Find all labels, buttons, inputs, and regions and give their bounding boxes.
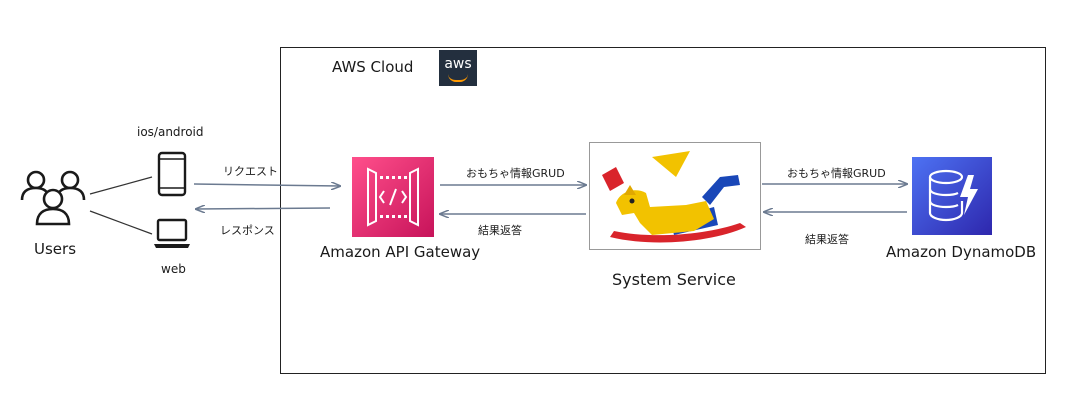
aws-cloud-title: AWS Cloud — [332, 58, 414, 76]
users-icon — [20, 170, 86, 226]
system-service-image — [589, 142, 761, 250]
api-gateway-label: Amazon API Gateway — [320, 243, 481, 261]
dynamodb-label: Amazon DynamoDB — [886, 243, 1037, 261]
dynamodb-icon — [912, 157, 992, 235]
request-label: リクエスト — [223, 165, 278, 178]
dynamodb-glyph — [928, 169, 978, 222]
db-to-service-label: 結果返答 — [805, 233, 849, 246]
users-to-mobile-line — [89, 176, 153, 195]
service-to-db-label: おもちゃ情報GRUD — [787, 167, 886, 180]
api-gateway-icon — [352, 157, 434, 237]
api-gateway-glyph — [367, 167, 419, 227]
aws-logo-icon: aws — [439, 50, 477, 86]
response-arrow — [196, 208, 331, 209]
aws-logo-text: aws — [444, 56, 472, 72]
mobile-label: ios/android — [137, 125, 204, 139]
users-label: Users — [34, 240, 77, 258]
aws-cloud-boundary — [280, 47, 1046, 374]
rocking-horse-toy-icon — [602, 151, 746, 243]
web-label: web — [161, 262, 186, 276]
mobile-phone-icon — [157, 151, 187, 197]
system-service-label: System Service — [612, 270, 736, 289]
request-arrow — [193, 184, 340, 186]
service-to-gw-label: 結果返答 — [478, 224, 522, 237]
aws-smile-icon — [448, 74, 468, 82]
response-label: レスポンス — [220, 224, 275, 237]
laptop-icon — [154, 218, 190, 248]
gw-to-service-label: おもちゃ情報GRUD — [466, 167, 565, 180]
users-to-web-line — [89, 210, 153, 235]
